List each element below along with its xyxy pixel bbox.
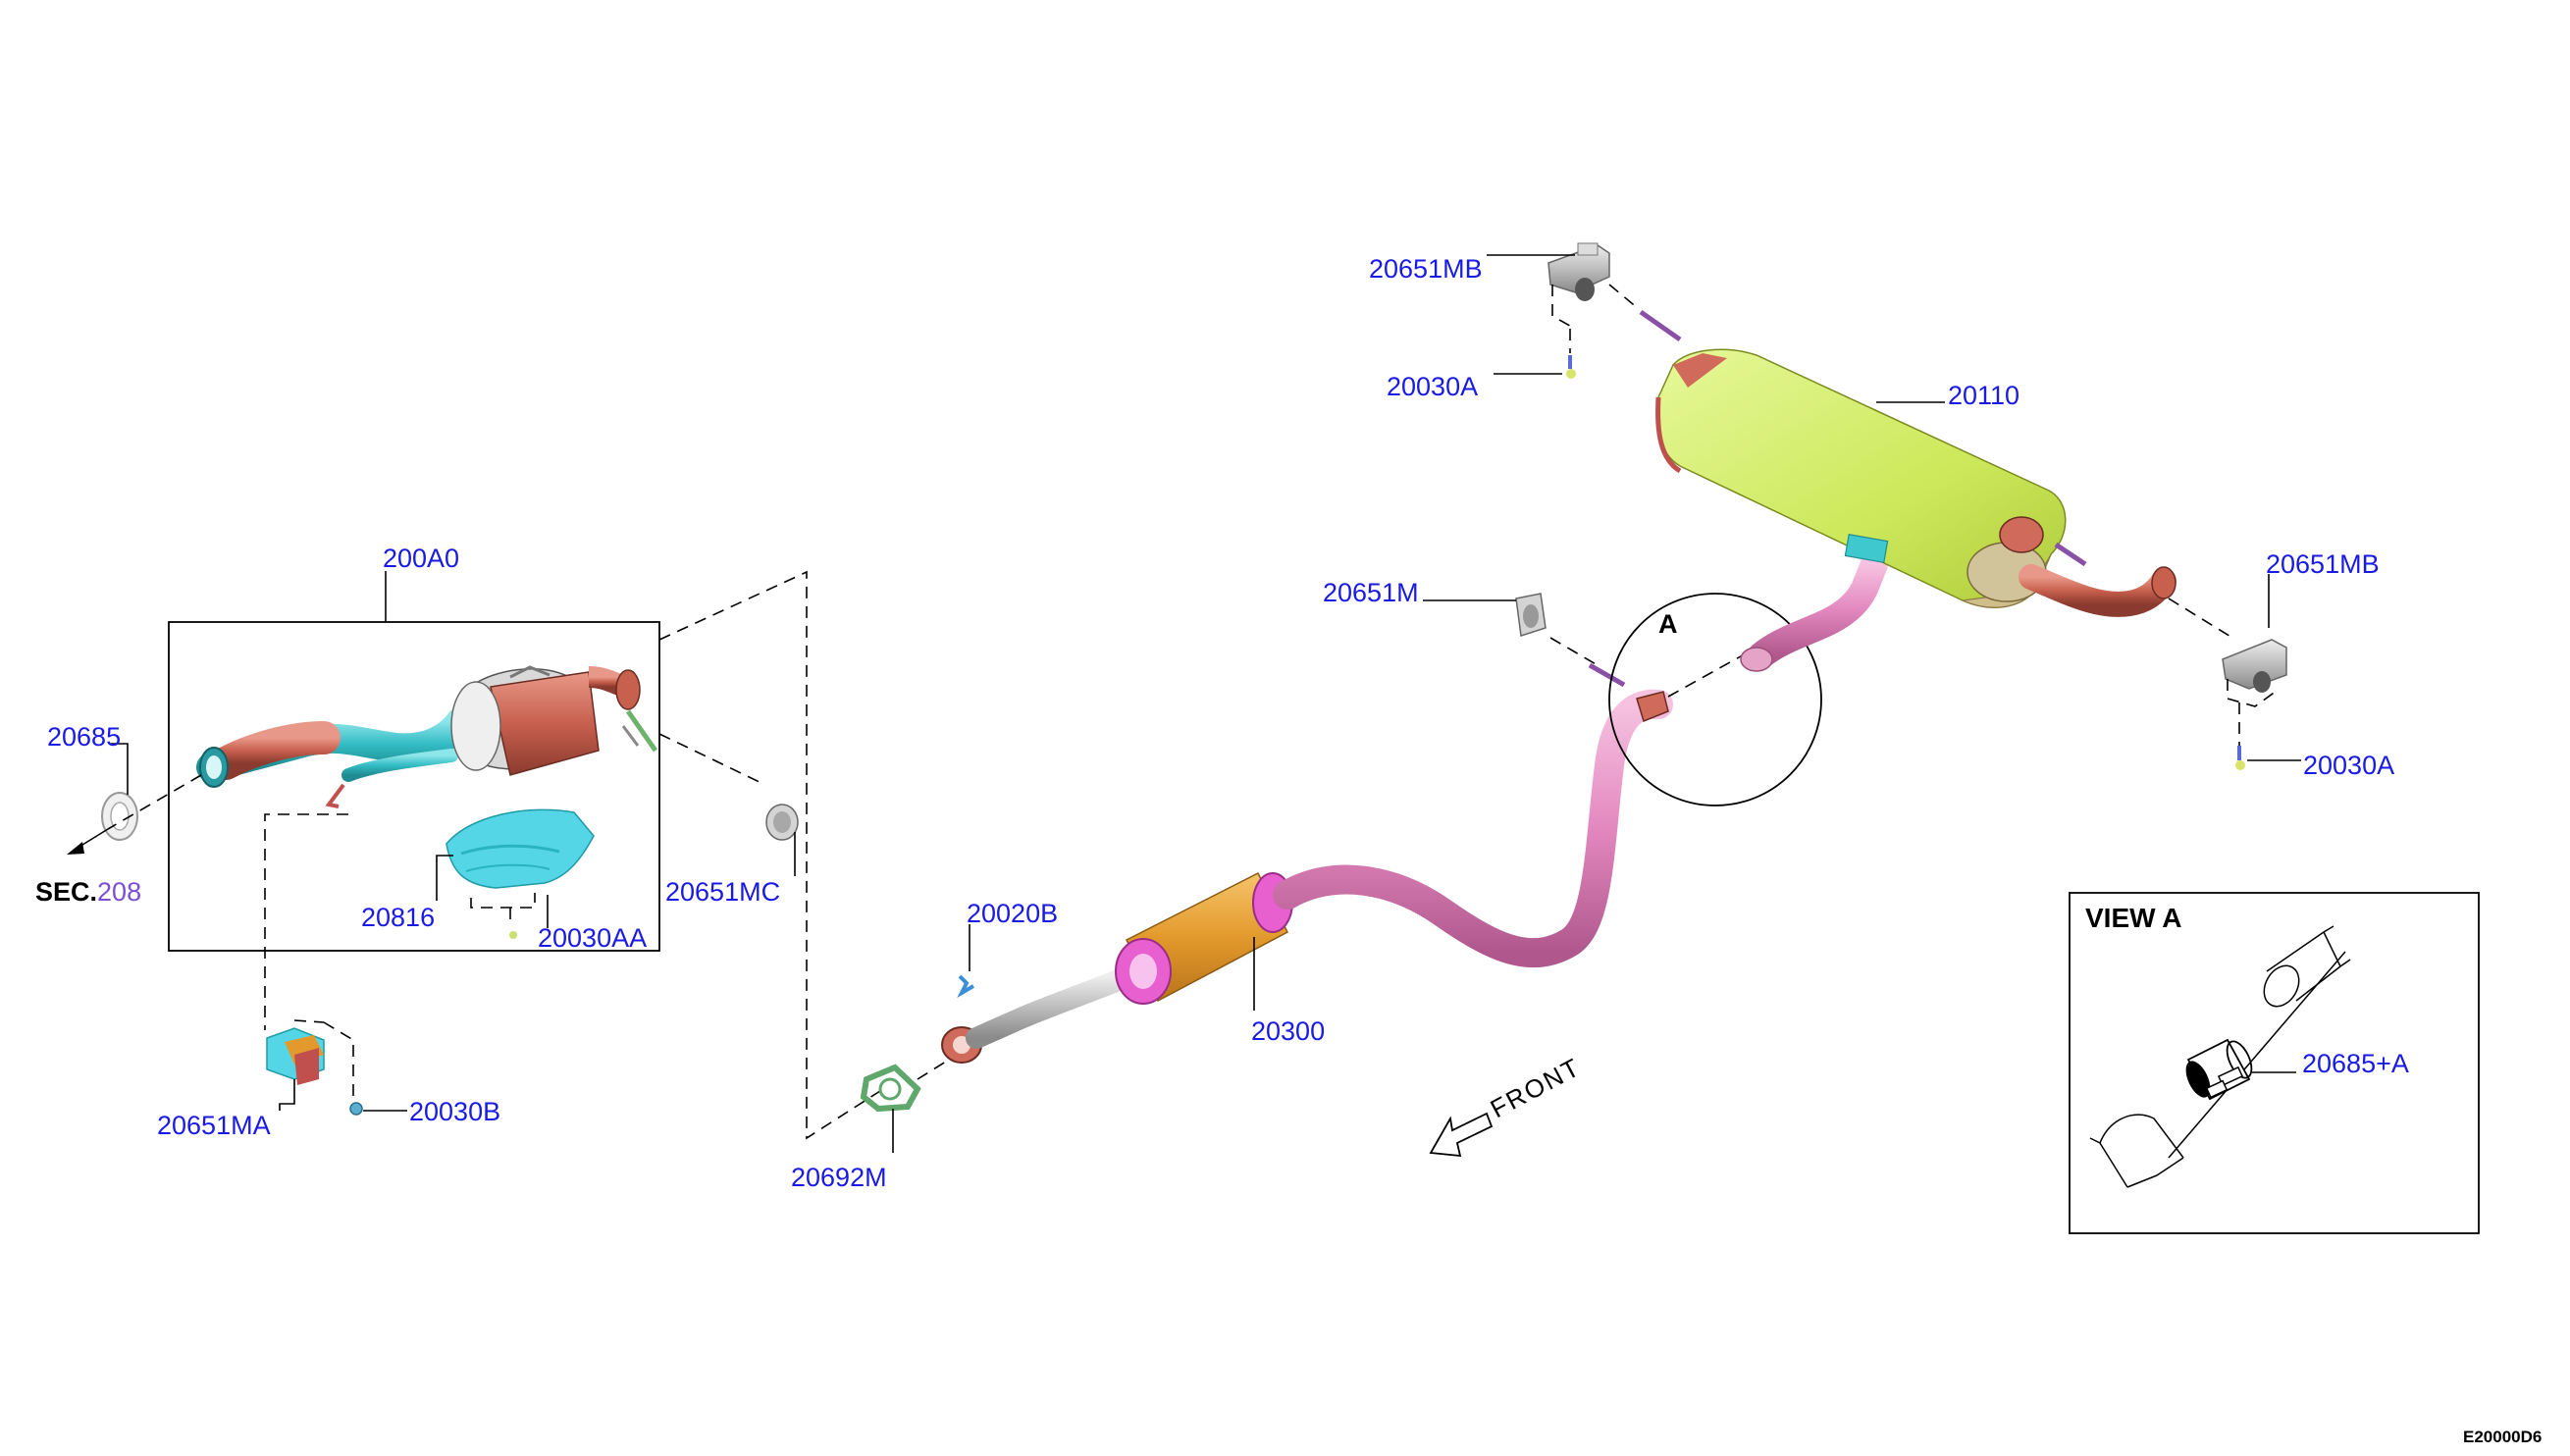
section-reference: SEC.208 [35,877,141,907]
part-label-20030A-top: 20030A [1387,372,1478,401]
heat-shield-20816 [446,808,595,889]
part-label-20300: 20300 [1251,1016,1325,1046]
part-label-20651MA: 20651MA [157,1111,271,1140]
part-label-20110: 20110 [1948,381,2019,410]
view-a-clamp-icon [2089,925,2351,1188]
clamp-20685 [101,792,138,841]
catalyst-assembly-box [168,621,660,952]
rear-muffler-20110 [1639,309,2177,672]
center-pipe-20300 [941,689,1673,1064]
rubber-mount-20651MC [765,804,799,841]
sensor-plug-20020B [957,974,975,999]
part-label-20020B: 20020B [967,899,1058,928]
bracket-20651MB-right [2222,639,2287,693]
view-a-marker-label: A [1658,609,1678,639]
part-label-20685: 20685 [47,722,121,752]
view-a-title: VIEW A [2085,903,2182,933]
gasket-20692M [860,1064,921,1113]
bracket-20651MB-top [1547,242,1610,301]
front-label: FRONT [1486,1052,1586,1123]
front-pipe-catalyst [196,665,658,808]
part-label-20030AA: 20030AA [538,923,647,953]
part-label-20651MB-right: 20651MB [2266,549,2380,579]
front-arrow-icon [1429,1112,1494,1158]
view-a-box [2069,892,2480,1234]
part-label-20816: 20816 [361,903,435,932]
part-label-200A0: 200A0 [383,544,459,573]
part-label-20030B: 20030B [409,1097,500,1126]
part-label-20651M: 20651M [1323,578,1419,607]
view-a-marker-circle [1608,593,1822,806]
part-label-20685A: 20685+A [2302,1049,2409,1078]
part-label-20692M: 20692M [791,1163,887,1192]
part-label-20651MB-top: 20651MB [1369,254,1483,284]
part-label-20030A-right: 20030A [2303,751,2394,780]
bracket-20651MA [266,1027,325,1085]
part-label-20651MC: 20651MC [665,877,780,907]
rubber-mount-20651M [1515,593,1547,637]
drawing-code: E20000D6 [2463,1428,2542,1446]
